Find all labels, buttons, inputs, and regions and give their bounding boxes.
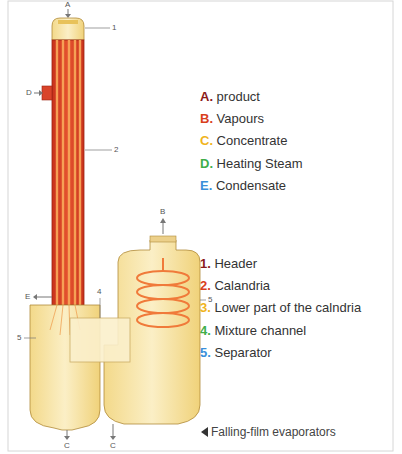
part-legend-line: 1. Header <box>200 257 257 270</box>
figure-note: Falling-film evaporators <box>211 426 336 438</box>
part-legend-line: 3. Lower part of the calndria <box>200 301 361 314</box>
stream-legend-line: B. Vapours <box>200 112 264 125</box>
stream-legend-line: C. Concentrate <box>200 134 287 147</box>
callout-number: 4 <box>97 288 101 296</box>
callout-number: 5 <box>17 334 21 342</box>
part-legend-line: 4. Mixture channel <box>200 324 306 337</box>
part-legend-line: 2. Calandria <box>200 279 270 292</box>
stream-letter: C <box>110 442 116 450</box>
stream-letter: C <box>64 442 70 450</box>
callout-number: 1 <box>112 24 116 32</box>
stream-letter: B <box>160 208 165 216</box>
stream-legend-line: D. Heating Steam <box>200 157 303 170</box>
stream-letter: A <box>65 1 70 9</box>
stream-letter: E <box>25 293 30 301</box>
part-legend-line: 5. Separator <box>200 346 272 359</box>
stream-legend-line: A. product <box>200 90 260 103</box>
stream-letter: D <box>26 89 32 97</box>
stream-legend-line: E. Condensate <box>200 179 286 192</box>
callout-number: 2 <box>114 146 118 154</box>
